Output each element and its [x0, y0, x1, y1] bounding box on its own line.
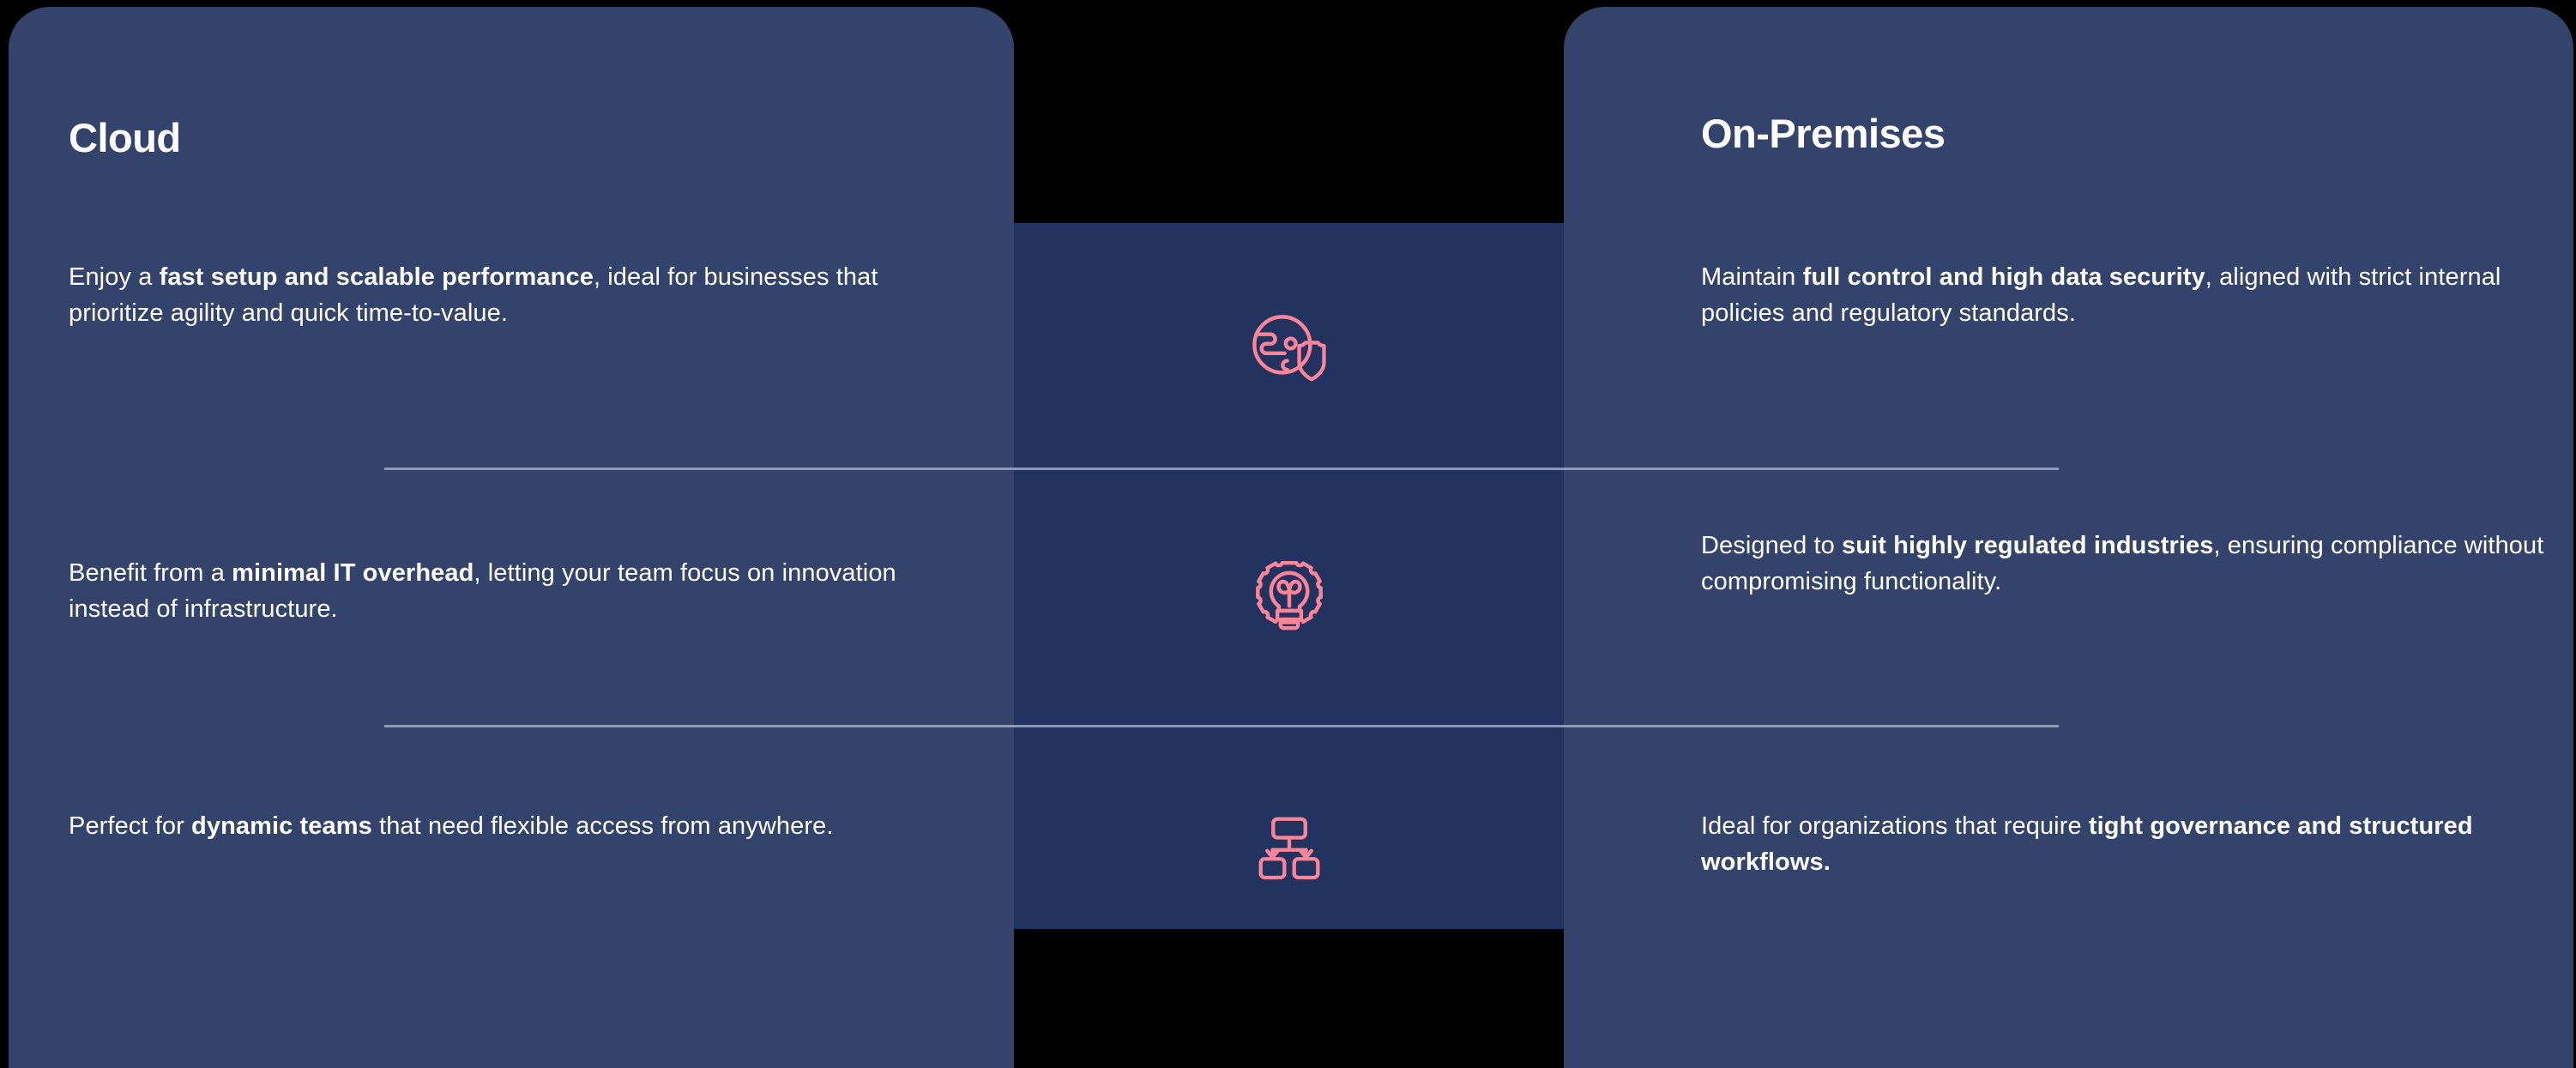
- cloud-benefit-1: Enjoy a fast setup and scalable performa…: [69, 263, 878, 327]
- cloud-panel-heading: Cloud: [69, 115, 181, 160]
- on-premises-benefit-1: Maintain full control and high data secu…: [1701, 263, 2501, 327]
- on-premises-benefit-2: Designed to suit highly regulated indust…: [1701, 532, 2544, 595]
- center-icon-band: [1014, 223, 1564, 929]
- cloud-panel: Cloud Enjoy a fast setup and scalable pe…: [9, 7, 1014, 1068]
- on-premises-panel: On-Premises Maintain full control and hi…: [1564, 7, 2573, 1068]
- on-premises-benefit-3: Ideal for organizations that require tig…: [1701, 812, 2473, 876]
- cloud-benefit-2: Benefit from a minimal IT overhead, lett…: [69, 559, 896, 623]
- row-divider-1: [384, 468, 2059, 470]
- row-divider-2: [384, 725, 2059, 727]
- cloud-benefit-3: Perfect for dynamic teams that need flex…: [69, 812, 834, 840]
- on-premises-panel-heading: On-Premises: [1701, 111, 1946, 156]
